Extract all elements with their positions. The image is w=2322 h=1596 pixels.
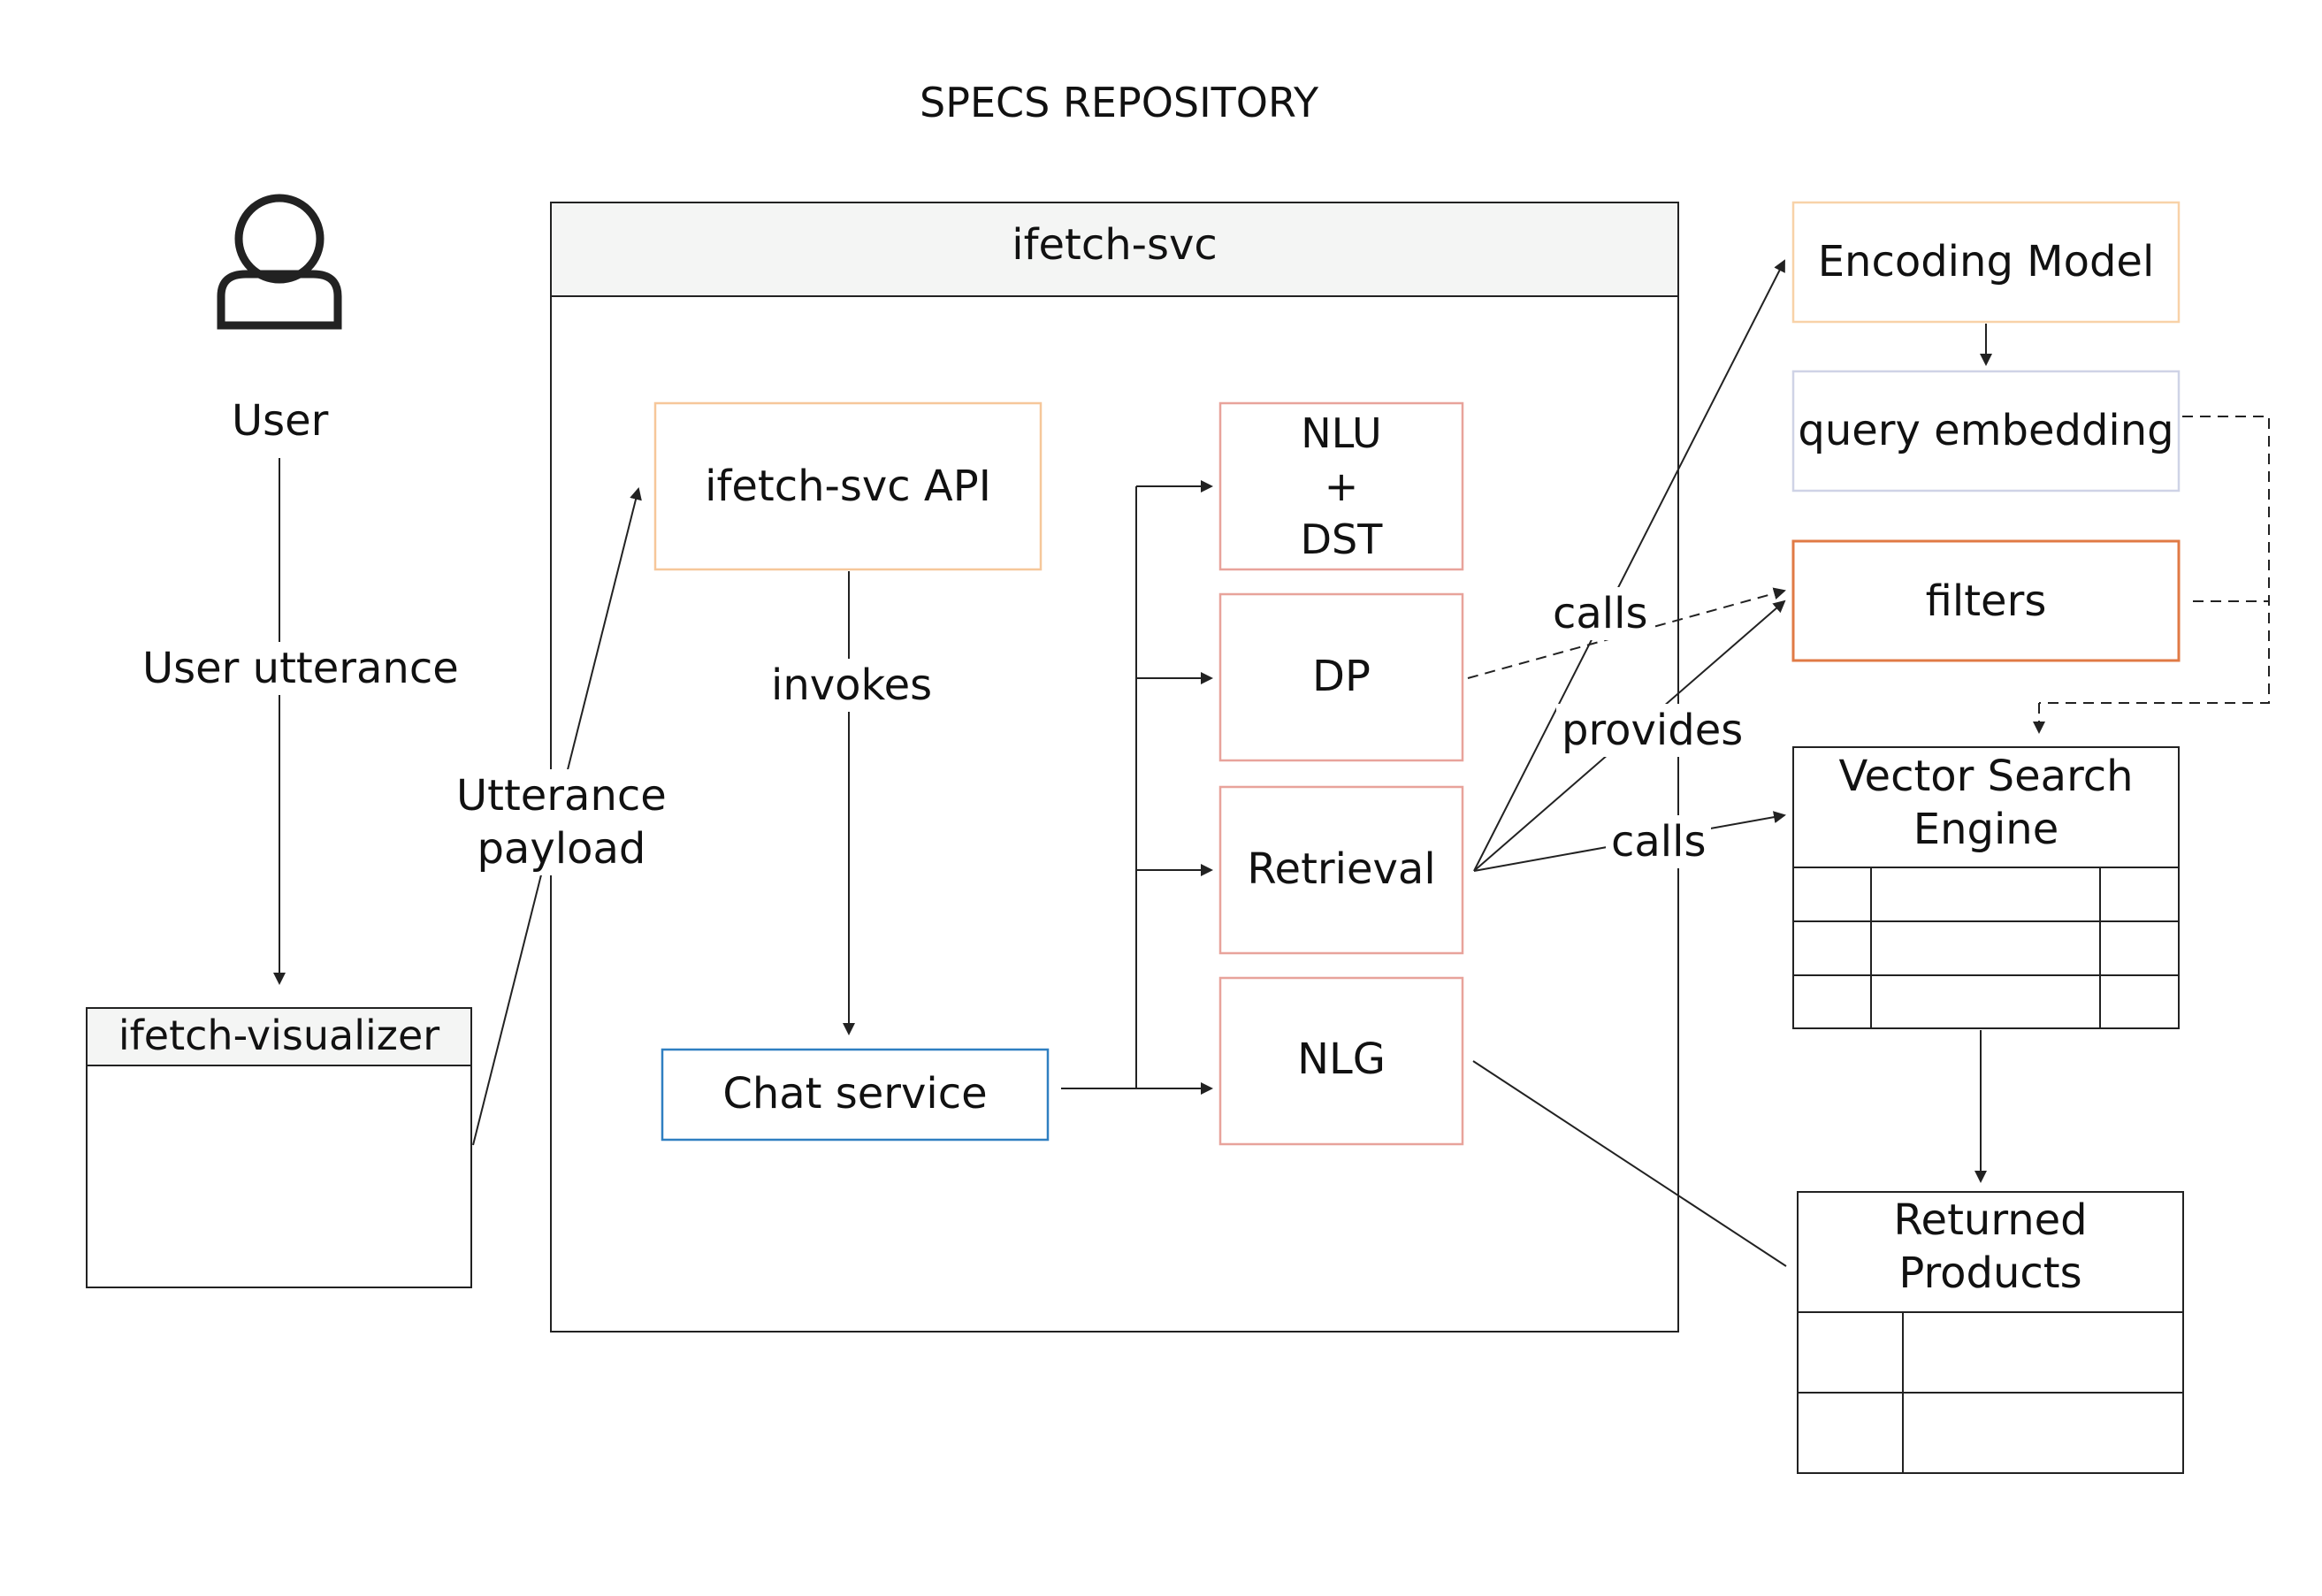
nlu-box (1218, 401, 1464, 571)
user-utterance-label: User utterance (137, 642, 464, 695)
provides-label: provides (1556, 704, 1749, 757)
query-box (1791, 370, 2181, 493)
returned-products-table (1797, 1191, 2184, 1474)
retrieval-box (1218, 785, 1464, 955)
api-box (653, 401, 1043, 571)
chat-label: Chat service (722, 1069, 988, 1119)
nlu-label: NLU + DST (1300, 409, 1383, 563)
encoding-box (1791, 201, 2181, 324)
calls-vector-label: calls (1606, 815, 1712, 868)
nlg-to-returned-line (1472, 1060, 1787, 1267)
visualizer-box (86, 1007, 472, 1288)
query-to-vector-dashed-line (2039, 416, 2270, 704)
visualizer-label: ifetch-visualizer (118, 1012, 440, 1059)
diagram-title: SPECS REPOSITORY (920, 79, 1319, 126)
user-label: User (232, 396, 329, 446)
service-container (550, 202, 1679, 1333)
api-label: ifetch-svc API (705, 462, 991, 511)
dp-label: DP (1312, 652, 1371, 701)
vector-search-table (1792, 746, 2180, 1029)
retrieval-to-encoding-arrow (1473, 259, 1785, 872)
dp-box (1218, 592, 1464, 762)
filters-label: filters (1925, 577, 2047, 626)
query-embedding-label: query embedding (1798, 406, 2174, 455)
chat-box (661, 1048, 1050, 1142)
vector-search-label: Vector Search Engine (1838, 752, 2134, 854)
retrieval-label: Retrieval (1247, 844, 1436, 894)
user-icon (217, 194, 342, 330)
nlg-label: NLG (1297, 1035, 1386, 1084)
utterance-payload-label: Utterance payload (451, 769, 672, 875)
returned-products-label: Returned Products (1893, 1195, 2088, 1298)
invokes-label: invokes (766, 659, 938, 712)
nlg-box (1218, 976, 1464, 1146)
service-label: ifetch-svc (1012, 220, 1218, 270)
filters-box (1791, 539, 2181, 662)
encoding-label: Encoding Model (1817, 237, 2155, 286)
calls-encoding-label: calls (1547, 587, 1654, 640)
